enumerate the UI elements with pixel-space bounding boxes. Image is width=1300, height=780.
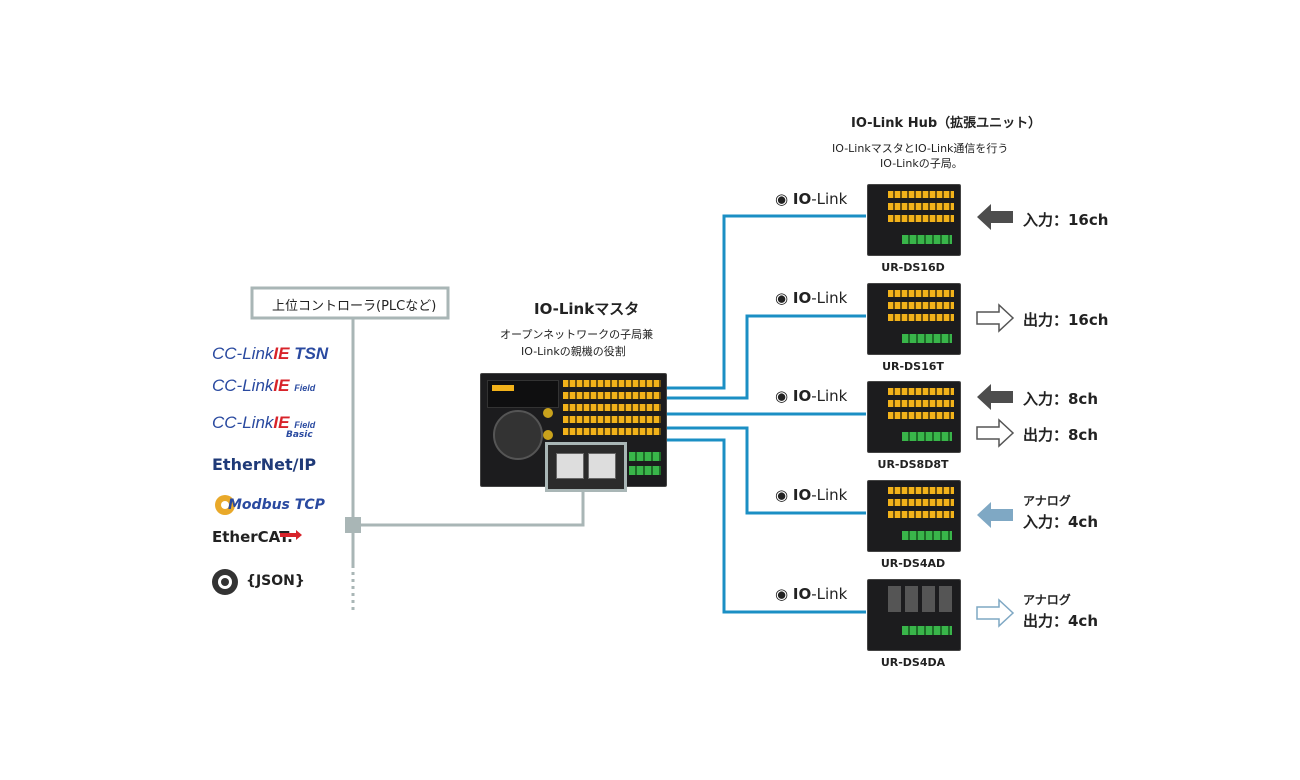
io-link-master-device (480, 373, 667, 492)
hub-desc-line2: IO-Linkの子局。 (880, 157, 963, 170)
modbus-tcp-logo: Modbus TCP (228, 497, 325, 513)
ethercat-logo: EtherCAT. (212, 528, 293, 546)
iolink-line-4 (664, 426, 866, 515)
input-arrow-dark-3 (977, 384, 1013, 410)
master-rotary-switch (543, 408, 553, 418)
hub-title: IO-Link Hub（拡張ユニット） (851, 116, 1042, 131)
master-title: IO-Linkマスタ (534, 300, 640, 318)
iolink-label-4: ◉ IO-Link (775, 486, 848, 504)
unit-label-3a: 入力：8ch (1023, 390, 1099, 408)
master-ethernet-ports (545, 442, 627, 492)
unit-label-5b: 出力：4ch (1023, 612, 1099, 630)
unit-label-1: 入力：16ch (1023, 211, 1109, 229)
iolink-label-3: ◉ IO-Link (775, 387, 848, 405)
hub-device-5 (867, 579, 961, 651)
output-arrow-outline-3 (976, 418, 1015, 448)
unit-label-4a: アナログ (1023, 494, 1071, 508)
master-desc-line2: IO-Linkの親機の役割 (521, 345, 626, 358)
hub-device-1 (867, 184, 961, 256)
input-arrow-dark-1 (977, 204, 1013, 230)
unit-model-4: UR-DS4AD (880, 557, 946, 570)
controller-box (250, 286, 450, 320)
ethernet-ip-logo: EtherNet/IP (212, 455, 317, 474)
input-arrow-blue-4 (977, 502, 1013, 528)
unit-model-2: UR-DS16T (882, 360, 944, 373)
master-dpad (493, 410, 543, 460)
network-branch-line (361, 490, 585, 527)
hub-device-2 (867, 283, 961, 355)
network-junction (345, 517, 361, 533)
unit-label-3b: 出力：8ch (1023, 426, 1099, 444)
unit-label-4b: 入力：4ch (1023, 513, 1099, 531)
hub-desc-line1: IO-LinkマスタとIO-Link通信を行う (832, 142, 1009, 155)
ethercat-arrows-icon (280, 530, 302, 540)
iolink-logo-icon: ◉ (775, 585, 789, 603)
master-desc-line1: オープンネットワークの子局兼 (500, 328, 654, 341)
cclink-ie-field-logo: CC-LinkIE Field (212, 376, 316, 395)
unit-label-5a: アナログ (1023, 593, 1071, 607)
iolink-logo-icon: ◉ (775, 387, 789, 405)
master-rotary-switch-2 (543, 430, 553, 440)
cclink-basic-sub: Basic (286, 430, 313, 440)
unit-model-1: UR-DS16D (881, 261, 945, 274)
iolink-logo-icon: ◉ (775, 289, 789, 307)
modbus-gear-icon (212, 492, 238, 522)
output-arrow-outline-blue-5 (976, 598, 1015, 628)
iolink-line-5 (664, 438, 866, 614)
controller-label: 上位コントローラ(PLCなど) (272, 299, 437, 314)
json-logo-icon (212, 569, 238, 595)
hub-device-3 (867, 381, 961, 453)
json-logo: {JSON} (246, 573, 305, 589)
hub-device-4 (867, 480, 961, 552)
unit-model-3: UR-DS8D8T (877, 458, 949, 471)
iolink-line-1 (664, 214, 866, 390)
cclink-ie-field-basic-logo: CC-LinkIE Field (212, 413, 316, 432)
iolink-label-2: ◉ IO-Link (775, 289, 848, 307)
iolink-line-2 (664, 314, 866, 400)
master-terminal-row (563, 380, 661, 387)
iolink-logo-icon: ◉ (775, 486, 789, 504)
master-display (487, 380, 559, 408)
unit-model-5: UR-DS4DA (880, 656, 946, 669)
iolink-label-1: ◉ IO-Link (775, 190, 848, 208)
output-arrow-outline-2 (976, 303, 1015, 333)
iolink-logo-icon: ◉ (775, 190, 789, 208)
cclink-ie-tsn-logo: CC-LinkIE TSN (212, 344, 329, 363)
iolink-label-5: ◉ IO-Link (775, 585, 848, 603)
unit-label-2: 出力：16ch (1023, 311, 1109, 329)
